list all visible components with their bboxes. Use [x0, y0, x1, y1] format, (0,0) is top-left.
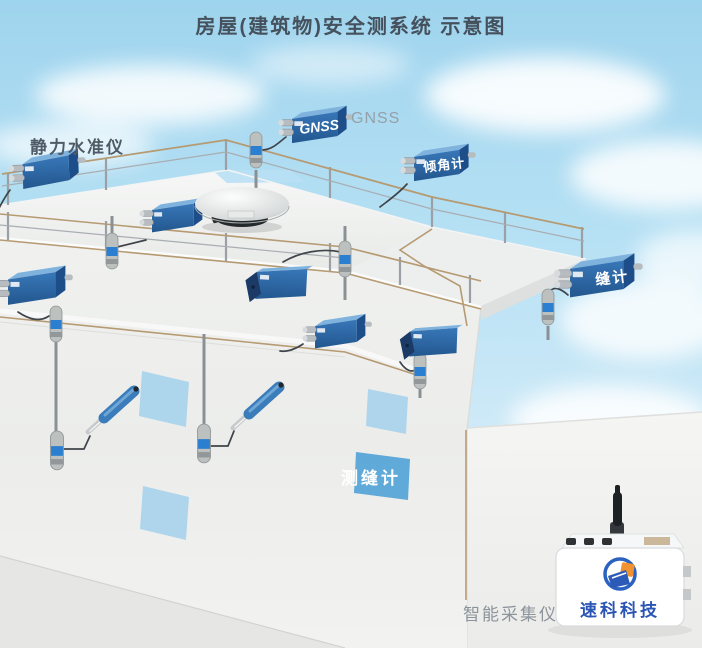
capsule-sensor: [49, 430, 65, 471]
gnss-antenna-dome: [194, 187, 290, 233]
page-title: 房屋(建筑物)安全测系统 示意图: [195, 16, 507, 38]
antenna-icon: [613, 492, 622, 526]
sensor-wires: [0, 136, 569, 450]
sensor-poles: [54, 170, 550, 432]
capsule-sensor: [105, 232, 119, 270]
capsule-sensor: [196, 423, 212, 464]
smart-collector-device: 速科科技: [548, 485, 692, 638]
capsule-sensor: [49, 305, 63, 343]
roof-skylight: [212, 170, 305, 183]
brand-logo: [603, 557, 637, 591]
capsule-sensor: [338, 240, 352, 278]
capsule-sensor: [249, 131, 263, 169]
inclinometer-box-label: 倾角计: [422, 155, 467, 175]
static-level-gauge-caption: 静力水准仪: [30, 138, 125, 157]
wall-crack-gauge-patch: 测缝计: [341, 452, 410, 500]
capsule-sensor: [413, 352, 427, 390]
gnss-caption: GNSS: [351, 110, 401, 127]
gnss-box-label: GNSS: [298, 116, 340, 137]
wall-crack-gauge-label: 测缝计: [341, 468, 401, 488]
capsule-sensor: [541, 288, 555, 326]
brand-label: 速科科技: [580, 600, 660, 620]
smart-collector-caption: 智能采集仪: [463, 605, 558, 624]
crack-gauge-box-label: 缝计: [594, 267, 630, 289]
wall-patches: [139, 371, 408, 540]
